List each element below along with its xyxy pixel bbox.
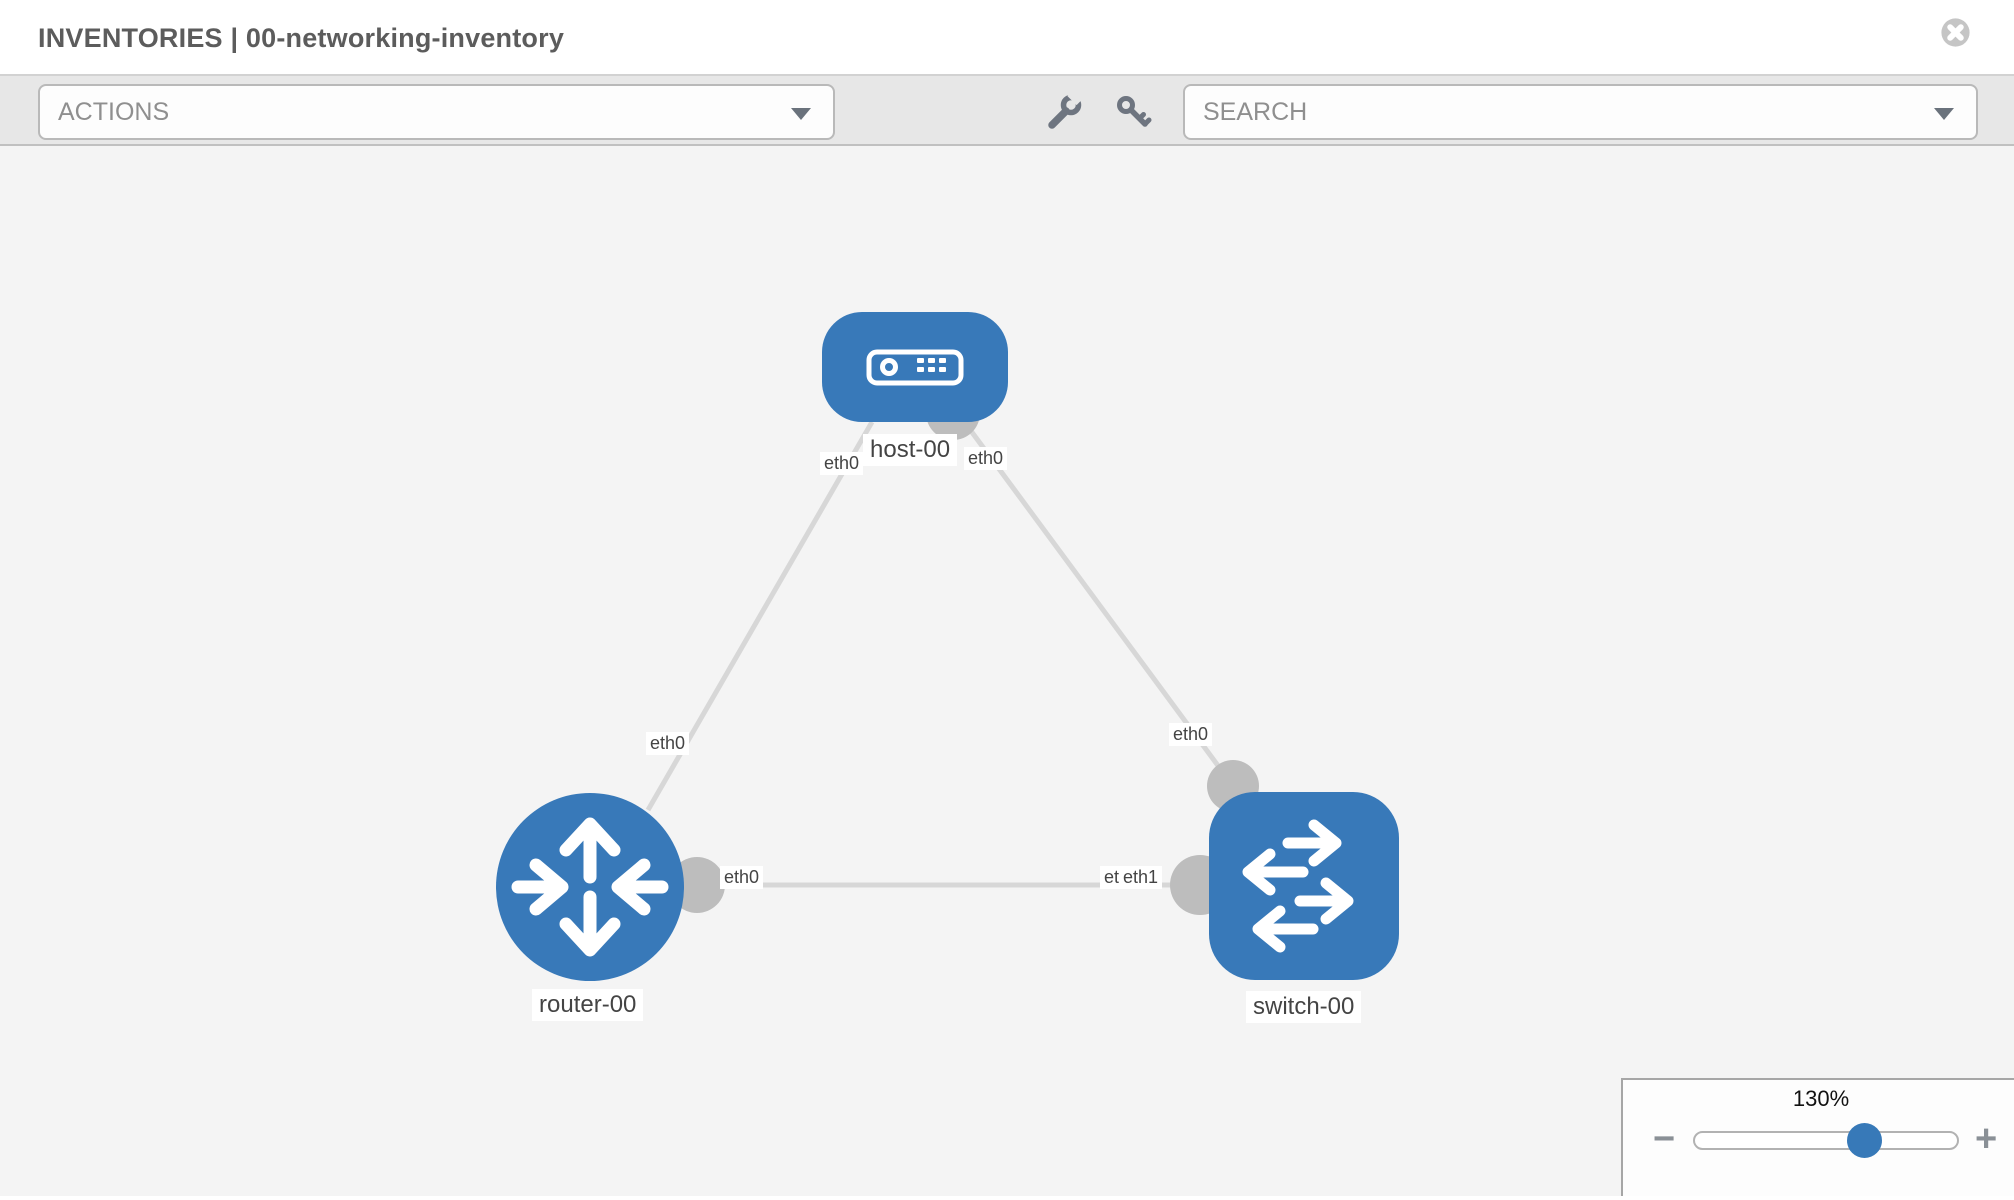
- wrench-icon[interactable]: [1044, 92, 1084, 132]
- switch-icon: [1242, 819, 1354, 953]
- node-label-host[interactable]: host-00: [863, 434, 958, 466]
- host-icon: [866, 349, 964, 386]
- page-title: INVENTORIES | 00-networking-inventory: [38, 23, 565, 53]
- actions-dropdown-label: ACTIONS: [58, 98, 170, 126]
- iface-label: eth0: [820, 452, 864, 475]
- chevron-down-icon: [791, 108, 811, 120]
- node-label-switch[interactable]: switch-00: [1246, 991, 1362, 1023]
- node-switch[interactable]: [1209, 792, 1399, 980]
- zoom-out-button[interactable]: −: [1653, 1118, 1676, 1160]
- search-dropdown[interactable]: SEARCH: [1183, 84, 1978, 140]
- router-icon: [511, 817, 669, 957]
- node-host[interactable]: [822, 312, 1008, 422]
- iface-label: eth0: [720, 866, 764, 889]
- search-dropdown-label: SEARCH: [1203, 98, 1308, 126]
- zoom-slider-thumb[interactable]: [1847, 1123, 1882, 1158]
- node-router[interactable]: [496, 793, 684, 981]
- key-icon[interactable]: [1113, 92, 1153, 132]
- actions-dropdown[interactable]: ACTIONS: [38, 84, 835, 140]
- zoom-in-button[interactable]: +: [1975, 1118, 1998, 1160]
- zoom-panel: 130% − +: [1621, 1078, 2014, 1196]
- close-icon[interactable]: [1938, 15, 1973, 50]
- iface-label: eth1: [1119, 866, 1163, 889]
- node-label-router[interactable]: router-00: [532, 989, 644, 1021]
- iface-label: eth0: [964, 447, 1008, 470]
- iface-label: eth0: [646, 732, 690, 755]
- toolbar: ACTIONS SEARCH: [0, 76, 2014, 146]
- iface-label: eth0: [1169, 723, 1213, 746]
- chevron-down-icon: [1934, 108, 1954, 120]
- zoom-slider-track[interactable]: [1693, 1131, 1959, 1150]
- breadcrumb-header: INVENTORIES | 00-networking-inventory: [0, 0, 2014, 76]
- topology-graph: [496, 312, 1399, 981]
- topology-canvas[interactable]: host-00 eth0 eth0 eth0 eth0 eth0 eth0 et…: [0, 146, 2014, 1196]
- zoom-level: 130%: [1792, 1086, 1850, 1111]
